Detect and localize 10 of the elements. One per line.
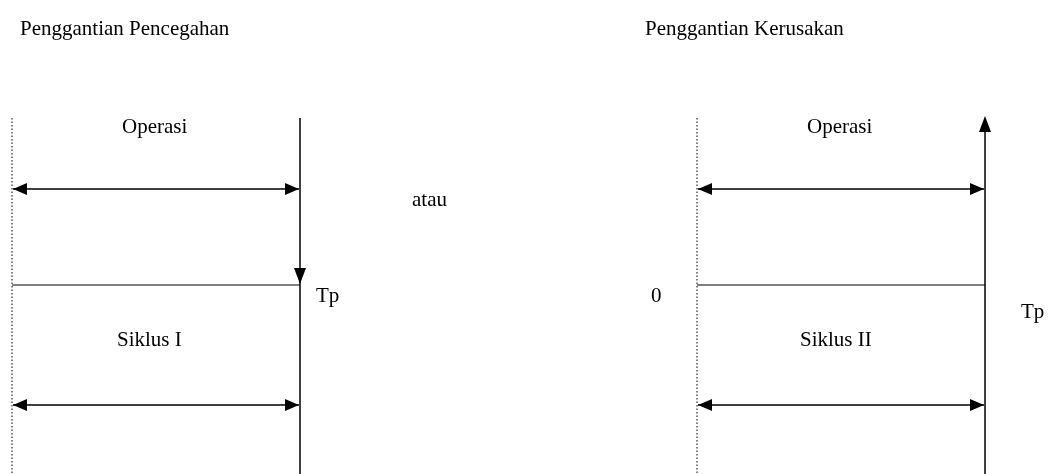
panel-heading: Penggantian Pencegahan bbox=[20, 16, 230, 40]
connector-word: atau bbox=[412, 187, 447, 211]
origin-label: 0 bbox=[651, 283, 662, 307]
phase-label: Operasi bbox=[807, 114, 873, 138]
cycle-label: Siklus II bbox=[800, 327, 872, 351]
panel-heading: Penggantian Kerusakan bbox=[645, 16, 844, 40]
time-label: Tp bbox=[316, 283, 340, 307]
cycle-label: Siklus I bbox=[117, 327, 182, 351]
time-label: Tp bbox=[1021, 299, 1045, 323]
phase-label: Operasi bbox=[122, 114, 188, 138]
